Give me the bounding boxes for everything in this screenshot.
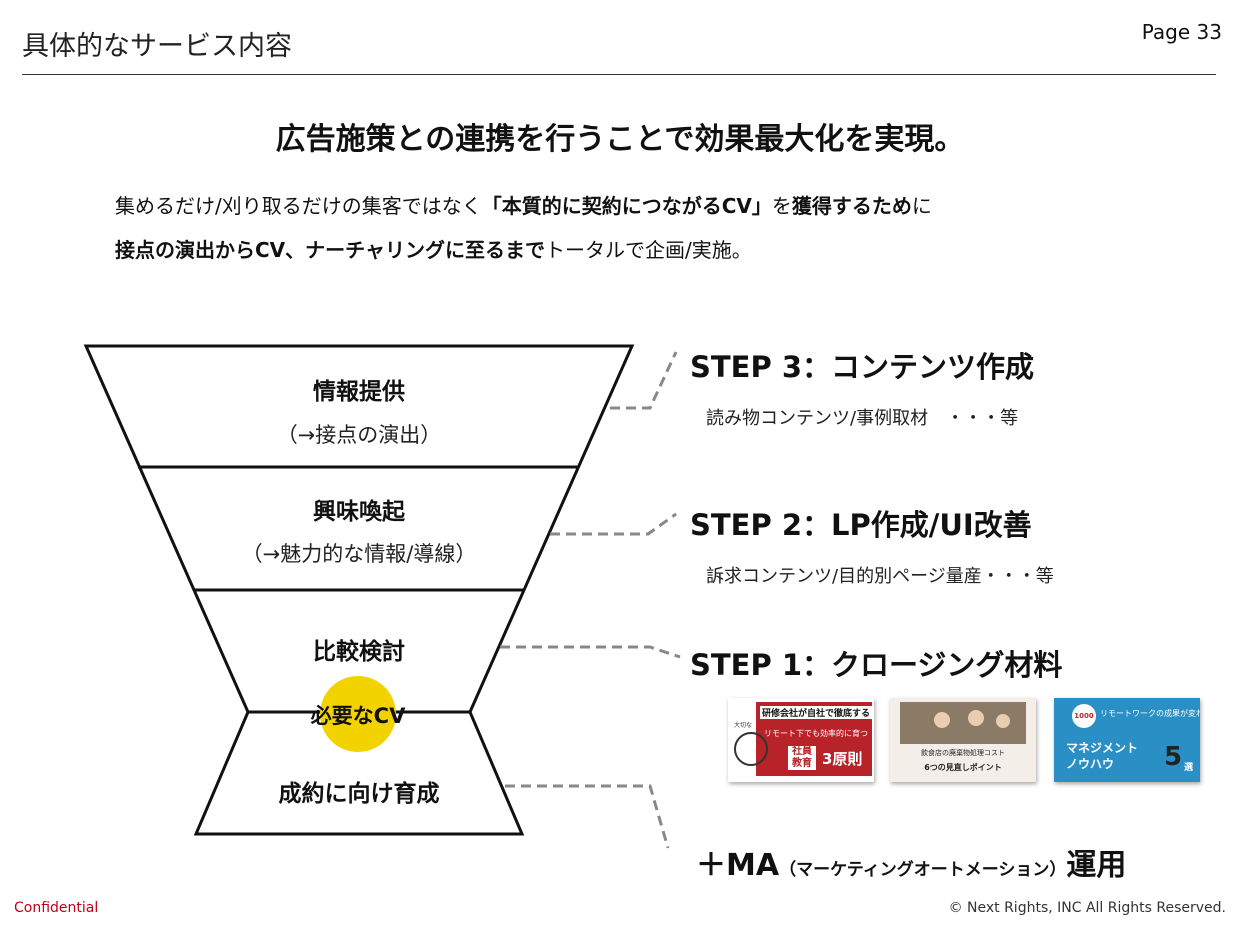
thumbnail-3-heading: リモートワークの成果が変わった！ [1100, 709, 1200, 718]
thumbnail-3-title-line-1: マネジメント [1066, 741, 1139, 755]
thumbnail-1-subheading: リモート下でも効率的に育つ [764, 729, 868, 738]
thumbnail-1-big-text: 3原則 [822, 750, 863, 768]
lead-line-2: 接点の演出からCV、ナーチャリングに至るまでトータルで企画/実施。 [115, 234, 752, 263]
thumbnail-3-suffix: 選 [1184, 763, 1194, 773]
thumbnail-restaurant-material: 飲食店の廃棄物処理コスト 6つの見直しポイント [890, 698, 1036, 782]
step2-note: 訴求コンテンツ/目的別ページ量産・・・等 [706, 566, 1054, 587]
thumbnail-2-line-2: 6つの見直しポイント [924, 763, 1002, 772]
thumbnail-training-material: 大切な 研修会社が自社で徹底する リモート下でも効率的に育つ 社員教育 3原則 [728, 698, 874, 782]
thumbnail-1-side-text: 大切な [734, 722, 753, 729]
lead-line-1-bold-2: 獲得するため [791, 194, 912, 218]
connector-step3 [610, 351, 678, 410]
stage-compare-title: 比較検討 [313, 639, 405, 665]
clock-icon [734, 732, 768, 766]
stage-interest-sub: （→魅力的な情報/導線） [241, 542, 477, 566]
cv-label: 必要なCV [310, 704, 406, 728]
lead-line-1-post: に [911, 194, 932, 218]
step3-note: 読み物コンテンツ/事例取材 ・・・等 [706, 408, 1019, 429]
person-icon [996, 714, 1010, 728]
stage-info-title: 情報提供 [313, 379, 405, 405]
lead-line-1: 集めるだけ/刈り取るだけの集客ではなく「本質的に契約につながるCV」を獲得するた… [115, 190, 932, 219]
ma-suffix: 運用 [1066, 848, 1127, 883]
thumbnail-3-title: マネジメントノウハウ [1066, 740, 1138, 772]
lead-line-1-bold-1: 「本質的に契約につながるCV」 [481, 194, 772, 218]
headline: 広告施策との連携を行うことで効果最大化を実現。 [275, 122, 965, 157]
lead-line-2-post: トータルで企画/実施。 [544, 238, 752, 262]
thumbnail-3-number: 5 [1164, 742, 1183, 772]
cv-highlight-circle [320, 676, 396, 752]
person-icon [934, 712, 950, 728]
thumbnail-3-badge: 1000 [1072, 704, 1096, 728]
stage-info-sub: （→接点の演出） [276, 423, 442, 447]
thumbnail-1-heading: 研修会社が自社で徹底する [760, 706, 873, 719]
thumbnail-2-line-1: 飲食店の廃棄物処理コスト [921, 749, 1005, 757]
ma-operation-line: ＋MA（マーケティングオートメーション）運用 [696, 840, 1126, 884]
header-divider [22, 74, 1216, 75]
ma-parenthetical: （マーケティングオートメーション） [779, 860, 1067, 880]
page-number: Page 33 [1141, 20, 1222, 44]
page-header-title: 具体的なサービス内容 [22, 31, 292, 62]
lead-line-1-mid: を [771, 194, 792, 218]
lead-line-2-bold: 接点の演出からCV、ナーチャリングに至るまで [115, 238, 545, 262]
step1-title: STEP 1：クロージング材料 [690, 648, 1063, 682]
lead-line-1-pre: 集めるだけ/刈り取るだけの集客ではなく [115, 194, 482, 218]
step3-title: STEP 3：コンテンツ作成 [690, 350, 1035, 384]
stage-nurture-title: 成約に向け育成 [278, 781, 440, 807]
person-icon [968, 710, 984, 726]
connector-ma [505, 784, 670, 849]
step2-title: STEP 2：LP作成/UI改善 [690, 508, 1032, 542]
ma-prefix: ＋MA [696, 848, 780, 883]
confidential-label: Confidential [14, 900, 99, 916]
thumbnail-3-title-line-2: ノウハウ [1066, 757, 1115, 771]
thumbnail-1-tag: 社員教育 [788, 746, 816, 770]
funnel-lower-outline [193, 710, 525, 836]
connector-step1 [500, 645, 681, 659]
connector-step2 [550, 512, 677, 536]
copyright-notice: © Next Rights, INC All Rights Reserved. [948, 900, 1226, 916]
stage-interest-title: 興味喚起 [313, 499, 405, 525]
thumbnail-2-photo [900, 702, 1026, 744]
